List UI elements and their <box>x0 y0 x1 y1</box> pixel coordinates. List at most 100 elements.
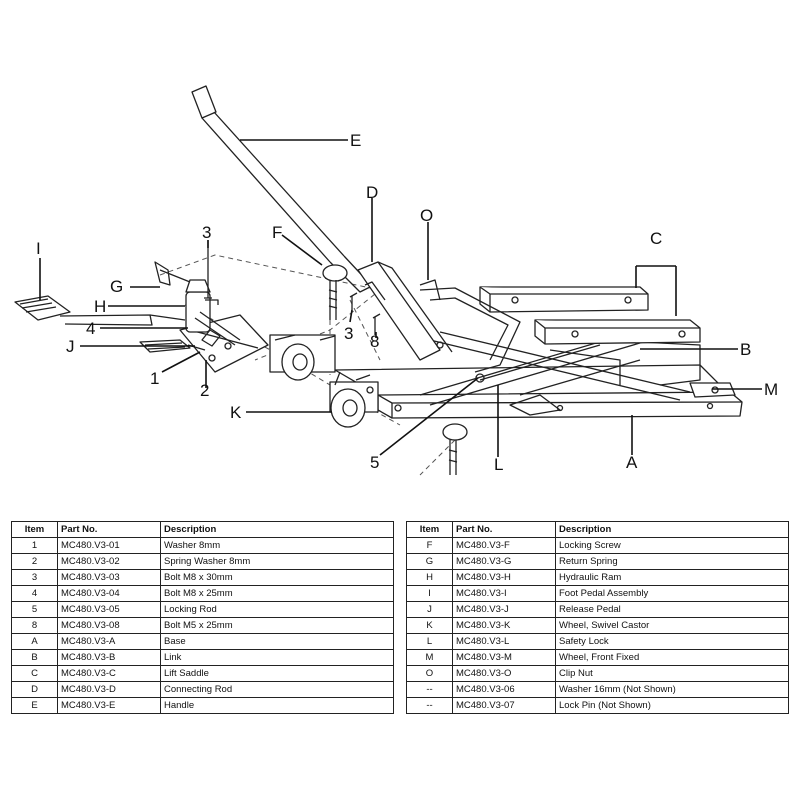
description-cell: Washer 8mm <box>160 537 394 554</box>
rear-frame-castors <box>269 334 379 428</box>
callout-b: B <box>740 340 751 359</box>
part-no-cell: MC480.V3-05 <box>57 601 161 618</box>
leader-lines <box>39 139 762 457</box>
item-cell: O <box>406 665 453 682</box>
description-cell: Base <box>160 633 394 650</box>
part-no-cell: MC480.V3-L <box>452 633 556 650</box>
callout-i: I <box>36 239 41 258</box>
header-part-no: Part No. <box>452 521 556 538</box>
connecting-rod-assembly <box>357 261 521 383</box>
part-no-cell: MC480.V3-G <box>452 553 556 570</box>
callout-d: D <box>366 183 378 202</box>
callout-labels: E D O F C I 3 G H 4 3 8 J 1 2 B M K 5 L … <box>36 131 778 474</box>
callout-l: L <box>494 455 503 474</box>
description-cell: Connecting Rod <box>160 681 394 698</box>
item-cell: H <box>406 569 453 586</box>
description-cell: Link <box>160 649 394 666</box>
part-no-cell: MC480.V3-D <box>57 681 161 698</box>
header-part-no: Part No. <box>57 521 161 538</box>
part-no-cell: MC480.V3-C <box>57 665 161 682</box>
callout-m: M <box>764 380 778 399</box>
item-cell: 2 <box>11 553 58 570</box>
callout-f: F <box>272 223 282 242</box>
callout-k: K <box>230 403 242 422</box>
item-cell: F <box>406 537 453 554</box>
item-cell: L <box>406 633 453 650</box>
callout-g: G <box>110 277 123 296</box>
scissor-links <box>419 329 701 416</box>
description-cell: Bolt M8 x 25mm <box>160 585 394 602</box>
description-cell: Washer 16mm (Not Shown) <box>555 681 789 698</box>
item-cell: 8 <box>11 617 58 634</box>
table-header-row: Item Part No. Description <box>406 521 789 538</box>
part-no-cell: MC480.V3-J <box>452 601 556 618</box>
front-fixed-wheel <box>689 382 736 398</box>
part-no-cell: MC480.V3-01 <box>57 537 161 554</box>
description-cell: Locking Screw <box>555 537 789 554</box>
table-header-row: Item Part No. Description <box>11 521 394 538</box>
item-cell: I <box>406 585 453 602</box>
part-no-cell: MC480.V3-06 <box>452 681 556 698</box>
foot-pedal <box>14 295 186 326</box>
item-cell: J <box>406 601 453 618</box>
part-no-cell: MC480.V3-07 <box>452 697 556 714</box>
callout-2: 2 <box>200 381 209 400</box>
part-no-cell: MC480.V3-M <box>452 649 556 666</box>
part-no-cell: MC480.V3-A <box>57 633 161 650</box>
item-cell: M <box>406 649 453 666</box>
description-cell: Lock Pin (Not Shown) <box>555 697 789 714</box>
part-no-cell: MC480.V3-O <box>452 665 556 682</box>
callout-3-mid: 3 <box>344 324 353 343</box>
description-cell: Safety Lock <box>555 633 789 650</box>
part-no-cell: MC480.V3-03 <box>57 569 161 586</box>
part-no-cell: MC480.V3-I <box>452 585 556 602</box>
item-cell: -- <box>406 681 453 698</box>
item-cell: 3 <box>11 569 58 586</box>
callout-o: O <box>420 206 433 225</box>
item-cell: B <box>11 649 58 666</box>
header-description: Description <box>160 521 394 538</box>
callout-h: H <box>94 297 106 316</box>
callout-e: E <box>350 131 361 150</box>
item-cell: -- <box>406 697 453 714</box>
part-no-cell: MC480.V3-08 <box>57 617 161 634</box>
part-no-cell: MC480.V3-H <box>452 569 556 586</box>
hydraulic-ram-assembly <box>154 261 269 373</box>
part-no-cell: MC480.V3-B <box>57 649 161 666</box>
description-cell: Return Spring <box>555 553 789 570</box>
item-cell: A <box>11 633 58 650</box>
callout-4: 4 <box>86 319 95 338</box>
item-cell: 5 <box>11 601 58 618</box>
part-no-cell: MC480.V3-K <box>452 617 556 634</box>
part-no-cell: MC480.V3-04 <box>57 585 161 602</box>
callout-8: 8 <box>370 332 379 351</box>
locking-screw <box>322 264 348 320</box>
description-cell: Foot Pedal Assembly <box>555 585 789 602</box>
callout-c: C <box>650 229 662 248</box>
description-cell: Locking Rod <box>160 601 394 618</box>
callout-3-top: 3 <box>202 223 211 242</box>
description-cell: Hydraulic Ram <box>555 569 789 586</box>
description-cell: Release Pedal <box>555 601 789 618</box>
description-cell: Bolt M8 x 30mm <box>160 569 394 586</box>
